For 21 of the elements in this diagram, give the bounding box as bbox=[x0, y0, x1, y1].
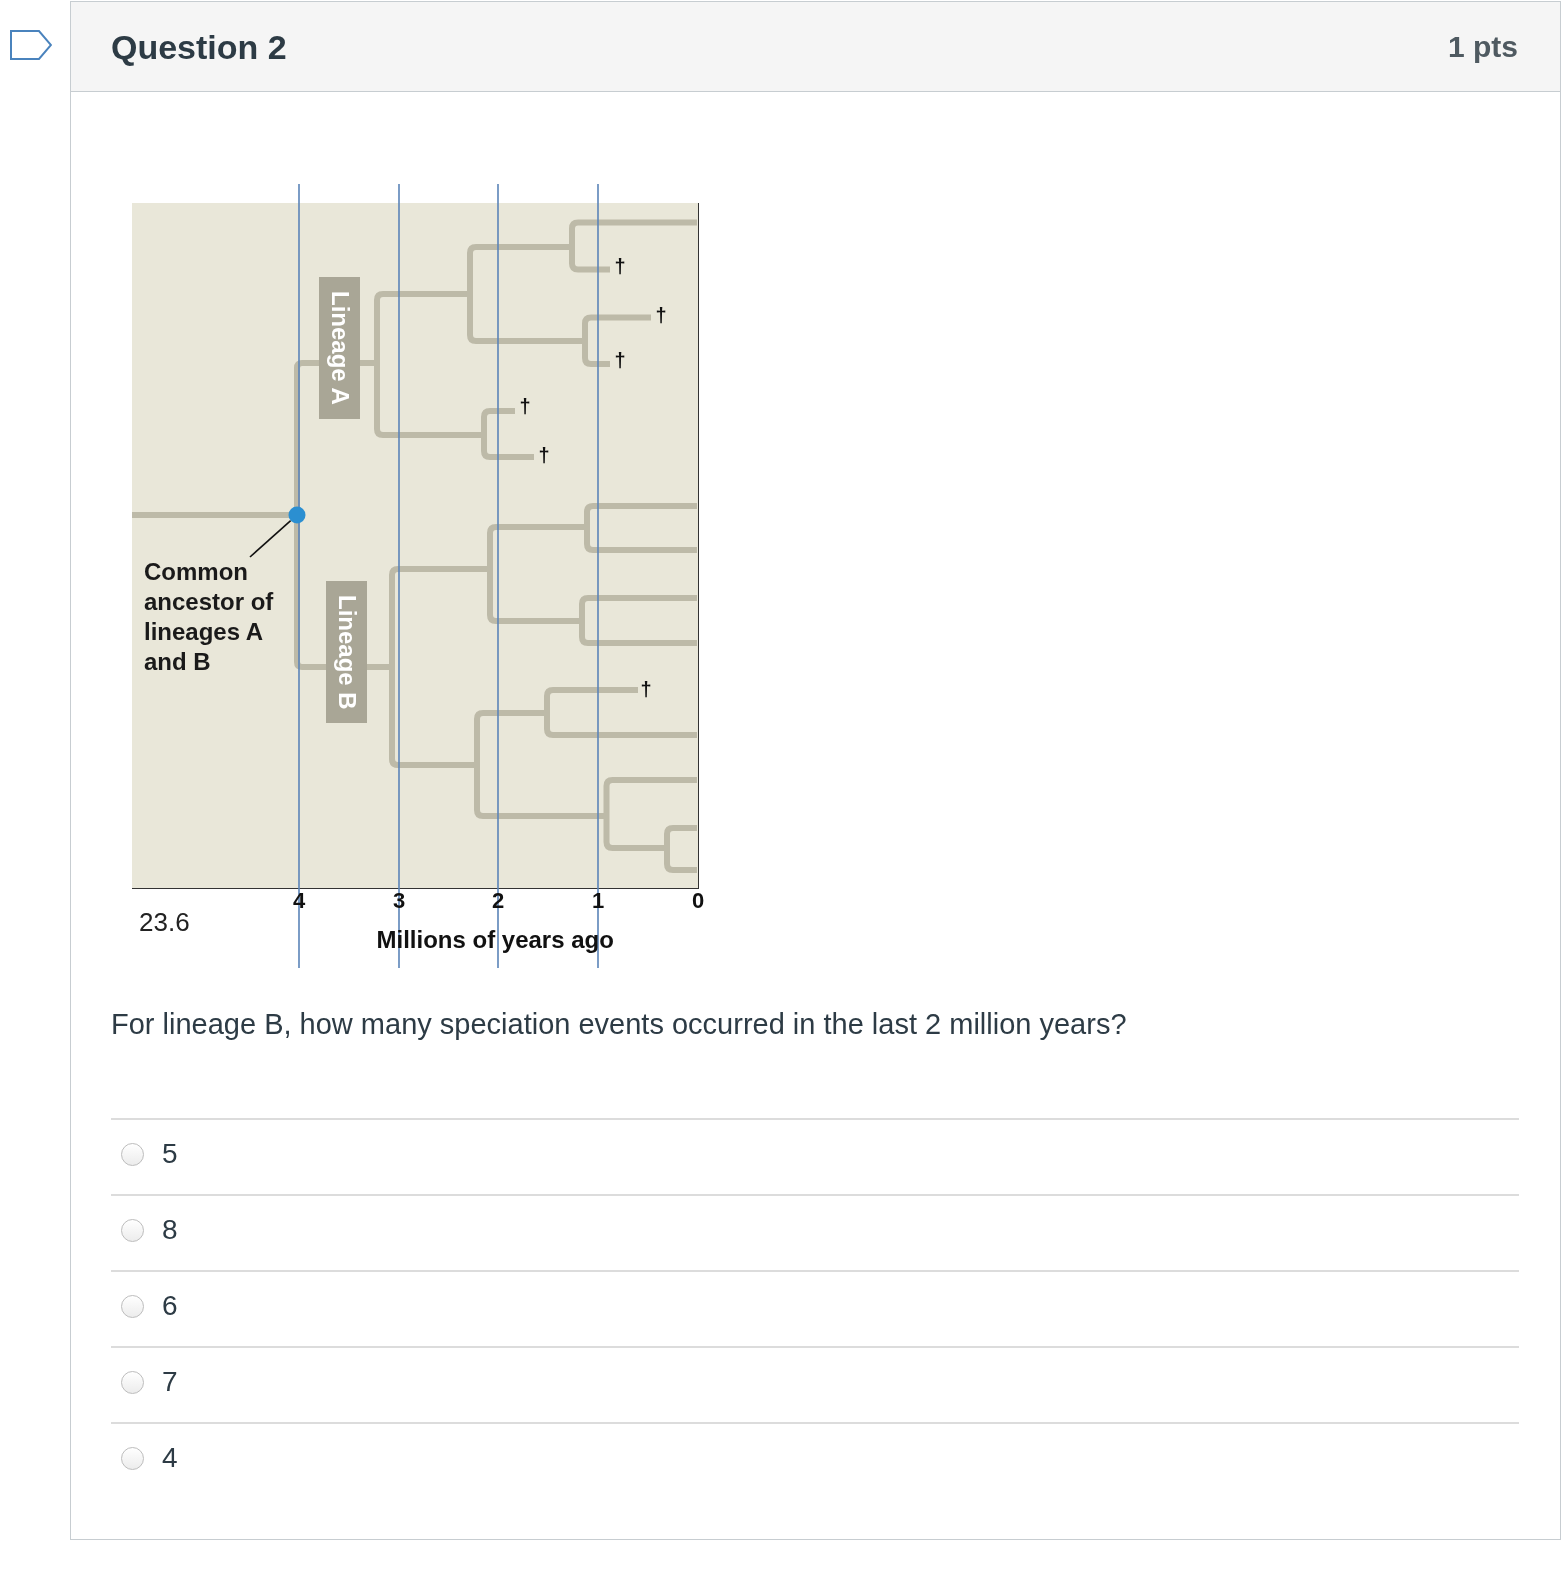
answer-option: 4 bbox=[162, 1442, 178, 1474]
lineage-label: Lineage A bbox=[319, 277, 360, 419]
points-label: 1 pts bbox=[1448, 30, 1519, 64]
dot-icon bbox=[288, 506, 306, 524]
answer-option: 7 bbox=[162, 1366, 178, 1398]
question-title: Question 2 bbox=[111, 28, 287, 66]
leader-line bbox=[249, 519, 292, 558]
extinction-mark: † bbox=[519, 396, 531, 416]
answer-option: 8 bbox=[162, 1214, 178, 1246]
extinction-mark: † bbox=[655, 305, 667, 325]
axis-start-label: 23.6 bbox=[139, 907, 190, 937]
extinction-mark: † bbox=[640, 679, 652, 699]
answer-option: 6 bbox=[162, 1290, 178, 1322]
lineage-label: Lineage B bbox=[326, 581, 367, 723]
tick-label: 0 bbox=[692, 889, 705, 913]
extinction-mark: † bbox=[538, 445, 550, 465]
answer-option: 5 bbox=[162, 1138, 178, 1170]
extinction-mark: † bbox=[614, 350, 626, 370]
question-text: For lineage B, how many speciation events occurred in the last 2 million years? bbox=[111, 1007, 1127, 1041]
extinction-mark: † bbox=[614, 256, 626, 276]
callout-label: Common ancestor of lineages A and B bbox=[144, 557, 294, 677]
